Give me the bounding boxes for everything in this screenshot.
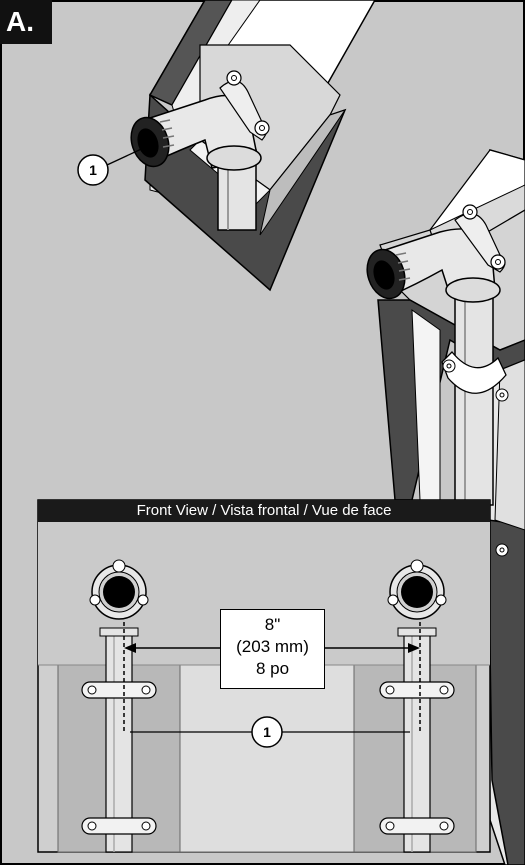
right-elbow-fitting [366, 204, 506, 303]
callout-number-top-left: 1 [89, 162, 97, 178]
callout-top-left [77, 144, 151, 186]
dimension-imperial: 8" [264, 615, 281, 634]
right-vertical-pipe [454, 294, 494, 506]
inset-left-pipe [81, 559, 157, 853]
right-pipe-strap [441, 351, 509, 557]
dimension-metric: (203 mm) [236, 637, 309, 656]
dimension-french: 8 po [255, 659, 290, 678]
inset-right-pipe [379, 559, 455, 853]
panel-letter: A. [0, 0, 52, 44]
inset-title: Front View / Vista frontal / Vue de face [38, 500, 490, 522]
upper-left-elbow-fitting [130, 70, 270, 171]
dimension-label-box: 8" (203 mm) 8 po [220, 609, 325, 689]
callout-number-inset: 1 [263, 724, 271, 740]
callout-inset [130, 716, 410, 748]
